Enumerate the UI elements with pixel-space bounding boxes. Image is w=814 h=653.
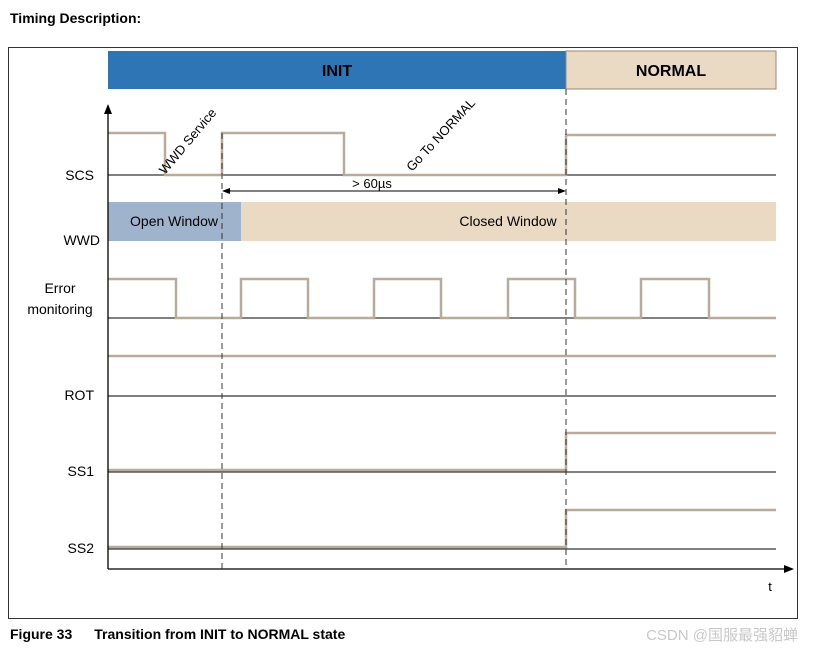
timing-arrow-right (558, 188, 566, 194)
figure-caption: Figure 33 Transition from INIT to NORMAL … (10, 626, 345, 642)
dashed-markers (221, 89, 567, 569)
ss2-label: SS2 (68, 540, 95, 556)
open-window-label: Open Window (130, 213, 219, 229)
go-to-normal-label: Go To NORMAL (403, 95, 478, 174)
timing-arrow-left (222, 188, 230, 194)
figure-number: Figure 33 (10, 626, 73, 642)
scs-label: SCS (65, 167, 94, 183)
timing-label: > 60µs (352, 176, 392, 191)
rot-label: ROT (64, 387, 94, 403)
time-axis-label: t (768, 579, 772, 594)
page-heading: Timing Description: (10, 10, 142, 26)
figure-title: Transition from INIT to NORMAL state (94, 626, 346, 642)
ss1-waveform (108, 431, 776, 472)
normal-state-bar (565, 50, 777, 90)
y-axis-arrow (104, 104, 112, 114)
diagram-frame (8, 47, 798, 619)
closed-window-label: Closed Window (459, 213, 557, 229)
init-state-bar (108, 51, 566, 89)
init-state-label: INIT (322, 63, 352, 80)
watermark: CSDN @国服最强貂蝉 (646, 627, 798, 644)
ss2-waveform (108, 508, 776, 549)
error-monitoring-label-line1: Error (44, 280, 75, 296)
ss1-label: SS1 (68, 463, 95, 479)
closed-window-bar (241, 202, 776, 241)
error-monitoring-label-line2: monitoring (27, 301, 92, 317)
normal-state-label: NORMAL (636, 63, 706, 80)
time-axis (107, 112, 786, 570)
error-monitoring-waveform (108, 277, 776, 320)
wwd-label: WWD (63, 232, 100, 248)
x-axis-arrow (784, 565, 794, 573)
open-window-bar (108, 202, 241, 241)
